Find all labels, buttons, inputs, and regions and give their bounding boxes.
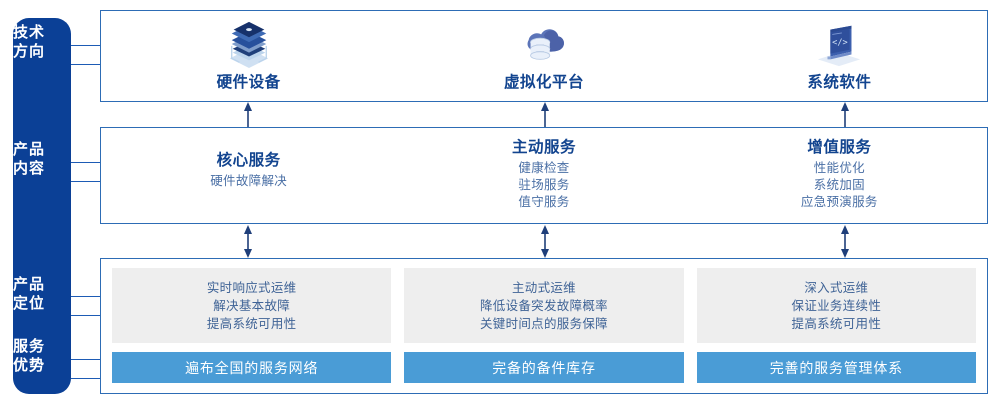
- content-item: 性能优化: [813, 161, 865, 175]
- content-item: 驻场服务: [518, 178, 570, 192]
- sidebar-label-line2: 定位: [12, 295, 45, 312]
- positioning-line: 解决基本故障: [213, 298, 291, 313]
- sidebar-item-product-positioning[interactable]: 产品 定位: [0, 275, 58, 313]
- connector-position-1: [71, 296, 101, 297]
- tech-card-label: 系统软件: [807, 74, 872, 91]
- sidebar-label-line1: 技术: [12, 24, 45, 41]
- bottom-column-3: 深入式运维 保证业务连续性 提高系统可用性 完善的服务管理体系: [696, 268, 976, 383]
- sidebar-label-line2: 方向: [12, 43, 45, 60]
- arrow-bidirectional-value-added: [841, 225, 849, 258]
- cloud-database-icon: [527, 29, 564, 60]
- connector-technical-2: [71, 64, 101, 65]
- content-item: 健康检查: [518, 161, 570, 175]
- connector-advantage-2: [71, 378, 101, 379]
- tech-card-system-software[interactable]: </> 系统软件: [692, 11, 987, 101]
- sidebar-label-line1: 服务: [12, 338, 45, 355]
- positioning-line: 主动式运维: [511, 280, 576, 295]
- svg-text:</>: </>: [832, 38, 848, 48]
- content-column-title: 核心服务: [216, 152, 281, 169]
- connector-content-2: [71, 181, 101, 182]
- positioning-line: 保证业务连续性: [791, 298, 882, 313]
- content-item: 应急预演服务: [800, 195, 878, 209]
- sidebar-label-line1: 产品: [12, 276, 45, 293]
- positioning-line: 降低设备突发故障概率: [479, 298, 608, 313]
- content-column-value-added-service[interactable]: 增值服务 性能优化 系统加固 应急预演服务: [692, 128, 987, 223]
- content-column-title: 主动服务: [511, 139, 576, 156]
- tech-card-label: 硬件设备: [216, 74, 281, 91]
- connector-advantage-1: [71, 359, 101, 360]
- positioning-box-indepth[interactable]: 深入式运维 保证业务连续性 提高系统可用性: [696, 268, 976, 343]
- advantage-bar-management-system[interactable]: 完善的服务管理体系: [696, 352, 976, 383]
- positioning-box-realtime[interactable]: 实时响应式运维 解决基本故障 提高系统可用性: [112, 268, 392, 343]
- content-column-core-service[interactable]: 核心服务 硬件故障解决: [101, 128, 396, 223]
- arrow-up-system-software: [841, 102, 849, 128]
- content-column-title: 增值服务: [807, 139, 872, 156]
- product-content-panel: 核心服务 硬件故障解决 主动服务 健康检查 驻场服务 值守服务 增值服务 性能优…: [100, 127, 988, 224]
- connector-position-2: [71, 315, 101, 316]
- sidebar-label-line2: 内容: [12, 160, 45, 177]
- advantage-bar-spare-parts[interactable]: 完备的备件库存: [404, 352, 684, 383]
- positioning-advantage-panel: 实时响应式运维 解决基本故障 提高系统可用性 遍布全国的服务网络 主动式运维 降…: [100, 258, 988, 394]
- arrow-up-virtualization: [541, 102, 549, 128]
- positioning-line: 关键时间点的服务保障: [479, 316, 608, 331]
- arrow-bidirectional-core: [244, 225, 252, 258]
- positioning-line: 提高系统可用性: [791, 316, 882, 331]
- sidebar-item-service-advantage[interactable]: 服务 优势: [0, 337, 58, 375]
- positioning-line: 实时响应式运维: [206, 280, 297, 295]
- connector-content-1: [71, 162, 101, 163]
- content-item: 值守服务: [518, 195, 570, 209]
- tech-card-hardware[interactable]: 硬件设备: [101, 11, 396, 101]
- sidebar-label-line1: 产品: [12, 141, 45, 158]
- tech-card-virtualization[interactable]: 虚拟化平台: [396, 11, 691, 101]
- technical-direction-panel: 硬件设备 虚拟化平台: [100, 10, 988, 102]
- laptop-code-icon: </>: [818, 25, 861, 67]
- sidebar-item-technical-direction[interactable]: 技术 方向: [0, 23, 58, 61]
- positioning-box-proactive[interactable]: 主动式运维 降低设备突发故障概率 关键时间点的服务保障: [404, 268, 684, 343]
- content-item: 硬件故障解决: [210, 174, 288, 188]
- arrow-bidirectional-proactive: [541, 225, 549, 258]
- bottom-column-2: 主动式运维 降低设备突发故障概率 关键时间点的服务保障 完备的备件库存: [404, 268, 684, 383]
- sidebar-label-line2: 优势: [12, 357, 45, 374]
- tech-card-label: 虚拟化平台: [503, 74, 584, 91]
- content-column-proactive-service[interactable]: 主动服务 健康检查 驻场服务 值守服务: [396, 128, 691, 223]
- positioning-line: 提高系统可用性: [206, 316, 297, 331]
- sidebar: [13, 18, 71, 394]
- positioning-line: 深入式运维: [804, 280, 869, 295]
- arrow-up-hardware: [244, 102, 252, 128]
- connector-technical-1: [71, 45, 101, 46]
- advantage-bar-service-network[interactable]: 遍布全国的服务网络: [112, 352, 392, 383]
- bottom-column-1: 实时响应式运维 解决基本故障 提高系统可用性 遍布全国的服务网络: [112, 268, 392, 383]
- server-stack-icon: [229, 21, 268, 68]
- sidebar-item-product-content[interactable]: 产品 内容: [0, 140, 58, 178]
- content-item: 系统加固: [813, 178, 865, 192]
